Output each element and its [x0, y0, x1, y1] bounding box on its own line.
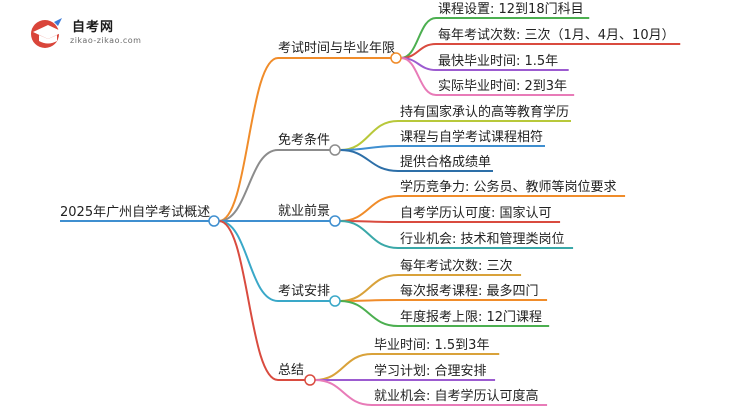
leaf-node-label[interactable]: 每次报考课程: 最多四门	[400, 283, 539, 299]
branch-node-label[interactable]: 考试时间与毕业年限	[278, 41, 395, 56]
root-node-toggle[interactable]	[208, 215, 220, 227]
branch-edge	[218, 220, 279, 302]
branch-node-label[interactable]: 就业前景	[278, 203, 330, 219]
leaf-node-label[interactable]: 每年考试次数: 三次	[400, 258, 513, 274]
logo: 自考网 zikao-zikao.com	[28, 14, 168, 54]
leaf-node-label[interactable]: 年度报考上限: 12门课程	[400, 309, 542, 325]
leaf-node-label[interactable]: 最快毕业时间: 1.5年	[438, 54, 558, 69]
branch-edge	[218, 149, 279, 222]
leaf-node-label[interactable]: 实际毕业时间: 2到3年	[438, 79, 567, 94]
leaf-node-label[interactable]: 就业机会: 自考学历认可度高	[374, 388, 539, 404]
edges	[60, 17, 681, 406]
leaf-edge	[339, 274, 399, 302]
branch-node-toggle[interactable]	[329, 295, 341, 307]
leaf-edge	[314, 353, 373, 381]
leaf-edge	[314, 379, 373, 406]
branch-edge	[218, 57, 279, 222]
branch-node-toggle[interactable]	[304, 374, 316, 386]
branch-node-label[interactable]: 免考条件	[278, 132, 330, 148]
leaf-edge	[400, 57, 437, 96]
graduation-cap-icon	[31, 18, 63, 48]
leaf-edge	[339, 149, 399, 172]
leaf-edge	[339, 220, 399, 249]
root-node-label[interactable]: 2025年广州自学考试概述	[60, 204, 210, 220]
logo-url: zikao-zikao.com	[70, 36, 142, 45]
leaf-node-label[interactable]: 每年考试次数: 三次（1月、4月、10月）	[438, 27, 675, 43]
branch-node-toggle[interactable]	[329, 144, 341, 156]
leaf-node-label[interactable]: 课程设置: 12到18门科目	[438, 2, 584, 17]
leaf-node-label[interactable]: 行业机会: 技术和管理类岗位	[400, 232, 565, 247]
branch-edge	[218, 220, 279, 381]
leaf-node-label[interactable]: 学习计划: 合理安排	[374, 363, 487, 379]
nodes: 2025年广州自学考试概述 考试时间与毕业年限 课程设置: 12到18门科目每年考试…	[60, 2, 675, 404]
leaf-edge	[339, 299, 399, 302]
leaf-node-label[interactable]: 学历竞争力: 公务员、教师等岗位要求	[400, 179, 617, 195]
leaf-node-label[interactable]: 自考学历认可度: 国家认可	[400, 205, 552, 221]
branch-node-label[interactable]: 总结	[278, 363, 304, 378]
leaf-node-label[interactable]: 持有国家承认的高等教育学历	[400, 104, 569, 120]
branch-node-toggle[interactable]	[329, 215, 341, 227]
leaf-node-label[interactable]: 毕业时间: 1.5到3年	[374, 338, 489, 353]
logo-name: 自考网	[72, 20, 115, 35]
leaf-node-label[interactable]: 课程与自学考试课程相符	[400, 129, 543, 145]
leaf-node-label[interactable]: 提供合格成绩单	[400, 154, 491, 170]
branch-node-label[interactable]: 考试安排	[278, 284, 330, 299]
leaf-edge	[339, 195, 399, 222]
leaf-edge	[339, 300, 399, 327]
branch-node-toggle[interactable]	[390, 52, 402, 64]
